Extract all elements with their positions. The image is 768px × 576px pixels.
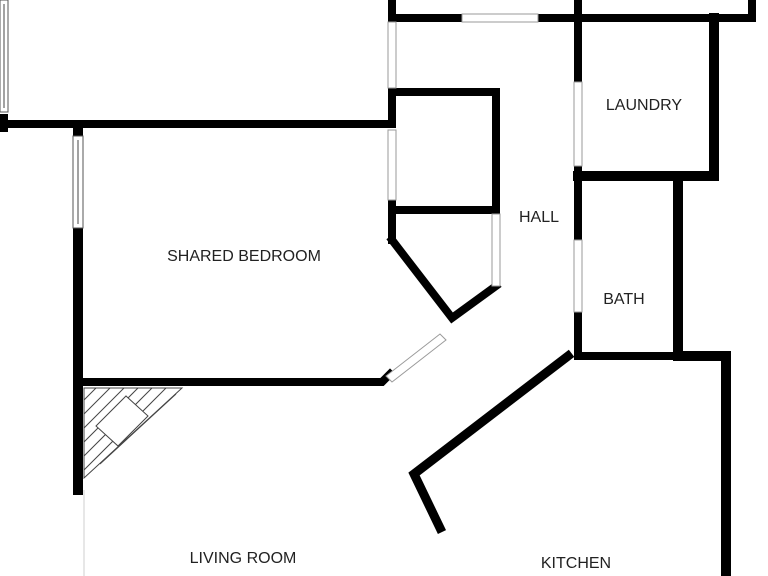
hatch [83, 387, 111, 415]
wall-top-edge [710, 0, 756, 22]
room-label-bath: BATH [603, 291, 644, 308]
room-label-hall: HALL [519, 209, 559, 226]
doorway-bedroom-hall [387, 21, 397, 89]
wall-bath-right [673, 171, 731, 576]
doorway-laundry [573, 81, 583, 167]
hatch [83, 387, 97, 401]
fireplace [83, 387, 184, 480]
doorway-closet-right [491, 213, 501, 287]
hatch [99, 393, 177, 465]
wall-bedroom-angled [386, 234, 502, 324]
room-label-shared-bedroom: SHARED BEDROOM [167, 248, 321, 265]
wall-laundry-right [573, 13, 719, 181]
room-label-kitchen: KITCHEN [541, 555, 611, 572]
wall-kitchen-diagonal [408, 349, 575, 535]
doorway-top-hall [461, 13, 539, 23]
wall-closet [388, 88, 500, 214]
doorway-bedroom-diagonal [385, 333, 447, 383]
hatch [83, 387, 125, 429]
room-label-laundry: LAUNDRY [606, 97, 683, 114]
doorway-bath [573, 239, 583, 313]
wall-top-hall [388, 0, 466, 22]
room-label-living-room: LIVING ROOM [190, 550, 297, 567]
fireplace-hearth [95, 395, 149, 447]
doorway-closet [387, 129, 397, 201]
